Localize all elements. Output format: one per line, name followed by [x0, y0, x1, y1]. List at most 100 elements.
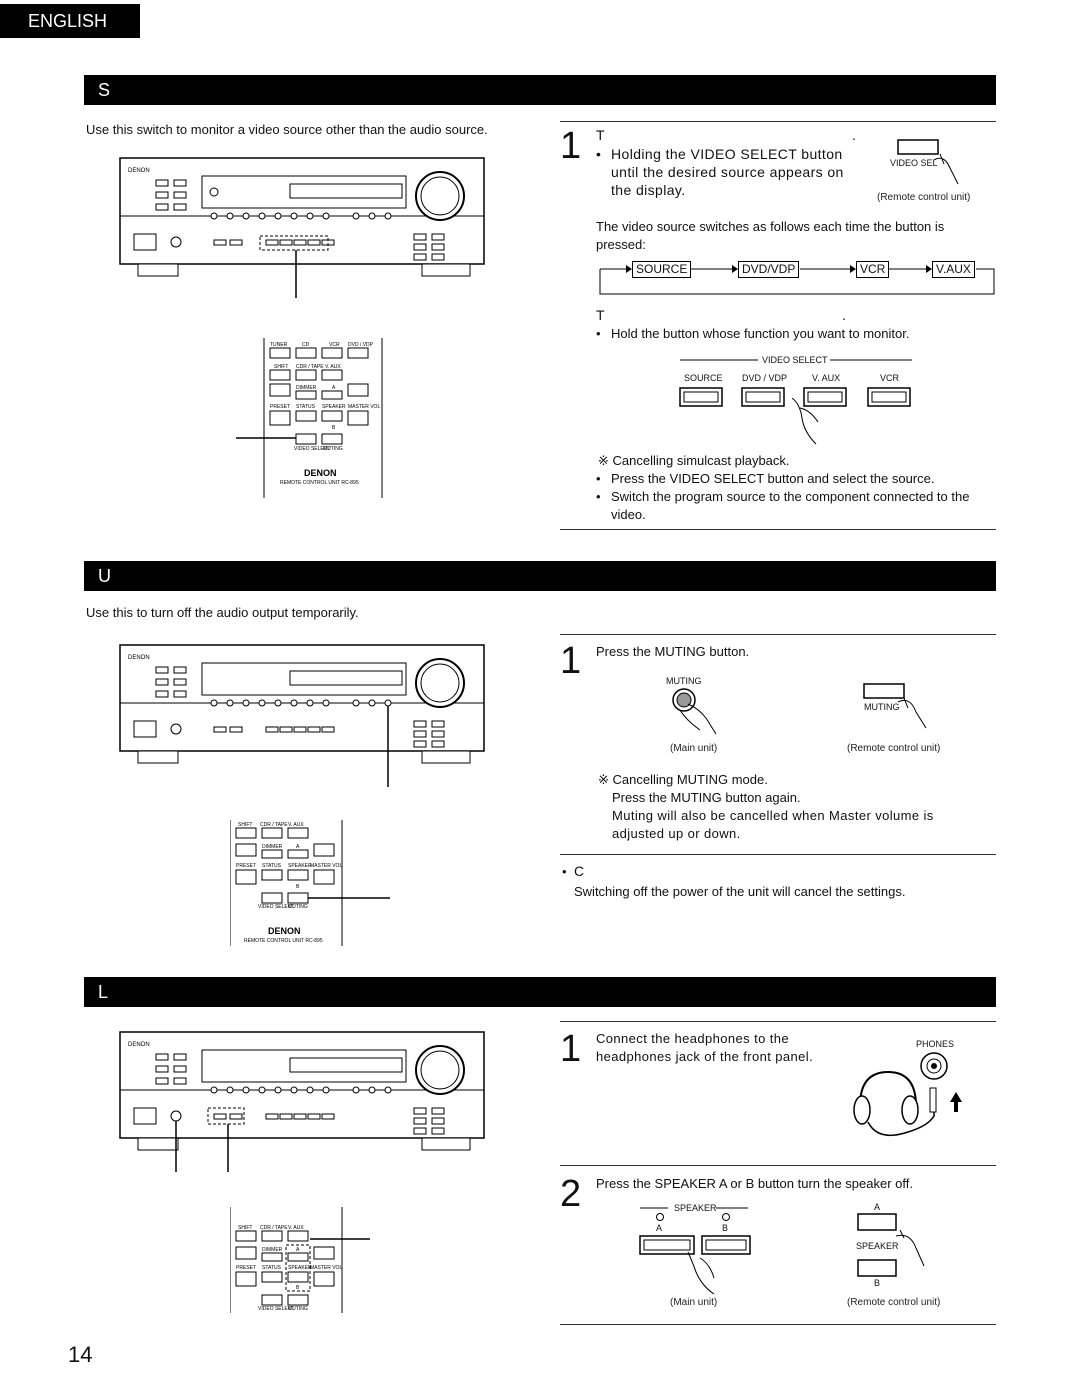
svg-text:SPEAKER: SPEAKER — [322, 404, 346, 410]
svg-text:A: A — [296, 1247, 300, 1253]
svg-text:MASTER VOL: MASTER VOL — [348, 404, 380, 410]
svg-text:TUNER: TUNER — [270, 342, 288, 348]
language-tab: ENGLISH — [0, 4, 140, 38]
sub-title-end: . — [842, 307, 846, 323]
svg-text:DENON: DENON — [268, 926, 301, 936]
svg-text:STATUS: STATUS — [296, 404, 316, 410]
svg-text:PRESET: PRESET — [236, 1265, 256, 1271]
svg-text:B: B — [296, 1285, 300, 1291]
step-number: 1 — [560, 640, 582, 682]
svg-text:A: A — [332, 385, 336, 391]
sub-title: T — [596, 307, 605, 323]
step-connect-headphones: Connect the headphones to the headphones… — [596, 1031, 814, 1064]
svg-text:DVD / VDP: DVD / VDP — [348, 342, 374, 348]
step-press-speaker: Press the SPEAKER A or B button turn the… — [596, 1176, 913, 1191]
page-number: 14 — [68, 1342, 93, 1367]
bullet-hold: Hold the button whose function you want … — [611, 326, 910, 341]
svg-text:SPEAKER: SPEAKER — [288, 863, 312, 869]
power-note: Switching off the power of the unit will… — [574, 884, 906, 899]
bullet-dot: • — [596, 146, 601, 162]
svg-text:B: B — [332, 425, 336, 431]
svg-text:VIDEO SELECT: VIDEO SELECT — [258, 904, 294, 910]
cancel-bullet-1: Press the VIDEO SELECT button and select… — [611, 471, 935, 486]
svg-text:V. AUX: V. AUX — [288, 822, 304, 828]
receiver-front-panel-3: DENON — [119, 1031, 485, 1172]
svg-text:B: B — [296, 884, 300, 890]
svg-text:DENON: DENON — [128, 1042, 150, 1048]
flow-v-aux: V.AUX — [932, 261, 975, 278]
receiver-front-panel-2: DENON — [119, 644, 485, 787]
svg-text:MUTING: MUTING — [288, 904, 308, 910]
section-header-headphones: L — [84, 977, 996, 1007]
brand-logo: DENON — [128, 168, 150, 174]
remote-speaker-buttons-illustration: A SPEAKER B — [856, 1202, 936, 1292]
section-header-muting: U — [84, 561, 996, 591]
step-number-2: 2 — [560, 1173, 582, 1215]
flow-dvd-vdp: DVD/VDP — [738, 261, 800, 278]
section1-intro: Use this switch to monitor a video sourc… — [86, 122, 488, 137]
video-select-buttons-illustration: VIDEO SELECT SOURCE DVD / VDP V. AUX VCR — [676, 352, 916, 448]
svg-text:V. AUX: V. AUX — [325, 364, 341, 370]
flow-intro: The video source switches as follows eac… — [596, 219, 945, 252]
cancel-muting-line2: Muting will also be cancelled when Maste… — [612, 808, 934, 841]
svg-text:DENON: DENON — [128, 655, 150, 661]
svg-text:STATUS: STATUS — [262, 1265, 282, 1271]
svg-text:CDR / TAPE: CDR / TAPE — [260, 1225, 288, 1231]
main-muting-button-illustration: MUTING — [660, 676, 730, 740]
cancel-muting-title: ※ Cancelling MUTING mode. — [598, 772, 768, 787]
remote-muting-button-illustration: MUTING — [860, 680, 940, 730]
cancel-bullet-2: Switch the program source to the compone… — [611, 489, 970, 522]
cancel-muting-line1: Press the MUTING button again. — [612, 790, 801, 805]
svg-text:SHIFT: SHIFT — [238, 822, 252, 828]
receiver-front-panel-1: DENON — [119, 157, 485, 298]
svg-text:CDR / TAPE: CDR / TAPE — [296, 364, 324, 370]
svg-text:MUTING: MUTING — [288, 1306, 308, 1312]
svg-text:SHIFT: SHIFT — [238, 1225, 252, 1231]
remote-caption: (Remote control unit) — [847, 1297, 941, 1308]
step-number: 1 — [560, 1028, 582, 1070]
remote-video-select-illustration: VIDEO SEL — [884, 138, 974, 188]
svg-text:DENON: DENON — [304, 468, 337, 478]
svg-text:DIMMER: DIMMER — [262, 844, 283, 850]
section-header-video-select: S — [84, 75, 996, 105]
main-caption: (Main unit) — [670, 1297, 718, 1308]
remote-caption: (Remote control unit) — [847, 743, 941, 754]
bullet-c: C — [574, 863, 585, 879]
svg-text:VIDEO SELECT: VIDEO SELECT — [258, 1306, 294, 1312]
step-title-end: . — [852, 127, 856, 143]
section2-intro: Use this to turn off the audio output te… — [86, 605, 359, 620]
svg-text:V. AUX: V. AUX — [288, 1225, 304, 1231]
headphones-illustration: PHONES — [846, 1036, 986, 1148]
svg-text:SHIFT: SHIFT — [274, 364, 288, 370]
svg-text:STATUS: STATUS — [262, 863, 282, 869]
svg-text:REMOTE CONTROL UNIT RC-895: REMOTE CONTROL UNIT RC-895 — [280, 480, 359, 486]
svg-text:DIMMER: DIMMER — [296, 385, 317, 391]
svg-text:PRESET: PRESET — [270, 404, 290, 410]
step-bullet: Holding the VIDEO SELECT button until th… — [611, 146, 844, 198]
svg-text:DIMMER: DIMMER — [262, 1247, 283, 1253]
remote-caption: (Remote control unit) — [877, 192, 971, 203]
svg-text:SPEAKER: SPEAKER — [288, 1265, 312, 1271]
step-number: 1 — [560, 125, 582, 167]
svg-text:REMOTE CONTROL UNIT RC-895: REMOTE CONTROL UNIT RC-895 — [244, 938, 323, 944]
svg-text:MUTING: MUTING — [323, 446, 343, 452]
step-title: T — [596, 127, 605, 143]
svg-text:PRESET: PRESET — [236, 863, 256, 869]
svg-text:MASTER VOL: MASTER VOL — [310, 863, 342, 869]
svg-text:VIDEO SELECT: VIDEO SELECT — [294, 446, 330, 452]
flow-source: SOURCE — [632, 261, 692, 278]
svg-text:CD: CD — [302, 342, 310, 348]
main-speaker-buttons-illustration: SPEAKER A B — [636, 1200, 756, 1296]
step-press-muting: Press the MUTING button. — [596, 644, 750, 659]
main-caption: (Main unit) — [670, 743, 718, 754]
video-source-flow: SOURCE DVD/VDP VCR V.AUX — [598, 258, 996, 296]
svg-text:MASTER VOL: MASTER VOL — [310, 1265, 342, 1271]
svg-text:VCR: VCR — [329, 342, 340, 348]
svg-text:A: A — [296, 844, 300, 850]
cancel-title: ※ Cancelling simulcast playback. — [598, 453, 790, 468]
flow-vcr: VCR — [856, 261, 890, 278]
svg-text:CDR / TAPE: CDR / TAPE — [260, 822, 288, 828]
